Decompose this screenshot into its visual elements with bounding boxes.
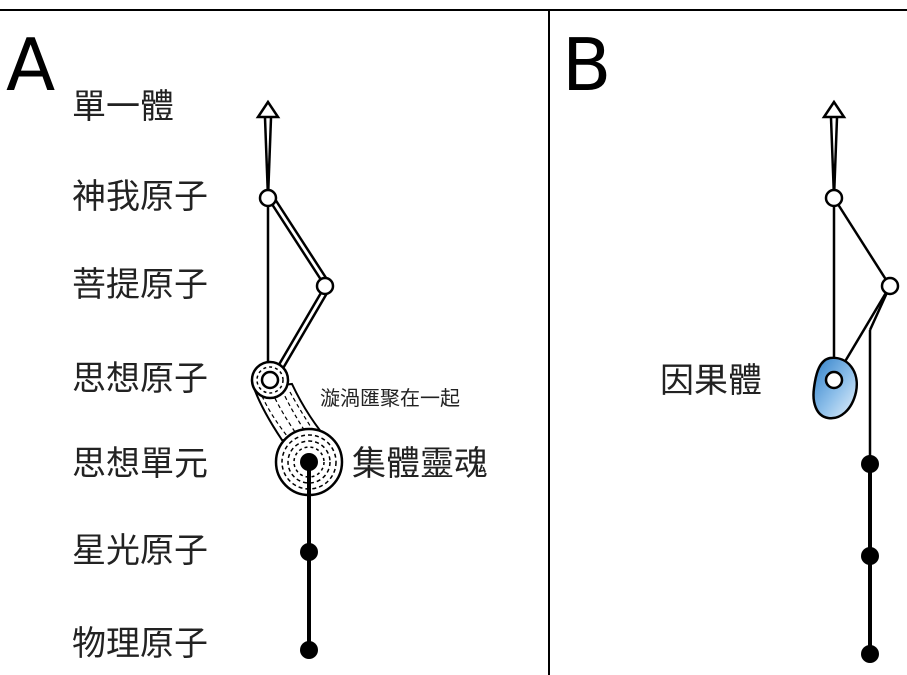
mental-unit-node [300,453,318,471]
level-label-astral-atom: 星光原子 [72,531,208,571]
group-soul-label: 集體靈魂 [352,444,488,484]
mental-atom-node-b [824,370,844,390]
causal-body-label: 因果體 [660,361,762,401]
atmic-to-buddhic-line [266,197,327,287]
level-label-buddhic-atom: 菩提原子 [72,265,208,305]
level-label-monad: 單一體 [72,87,174,127]
buddhic-atom-node-b [880,276,900,296]
level-label-mental-atom: 思想原子 [72,359,208,399]
vortex-note: 漩渦匯聚在一起 [320,386,460,410]
atmic-atom-node-b [824,188,844,208]
monad-ray-right-b [832,117,839,199]
buddhic-to-mental-line-2 [273,287,332,383]
level-label-atmic-atom: 神我原子 [72,177,208,217]
atmic-to-buddhic-line-2 [271,195,332,285]
mental-atom-node [260,370,280,390]
atmic-to-buddhic-line-b [832,197,892,287]
level-label-physical-atom: 物理原子 [72,624,208,664]
physical-atom-node-b [861,645,879,663]
mental-unit-node-b [861,455,879,473]
level-label-mental-unit: 思想單元 [72,444,208,484]
atmic-atom-node [258,188,278,208]
monad-triangle [255,99,281,119]
panel-a: A 單一體 神我原子 菩提原子 思想原子 思想單元 星光原子 物理原子 [6,23,488,664]
panel-b-letter: B [562,23,611,107]
monad-triangle-b [821,99,847,119]
group-soul-ring-3 [293,446,325,478]
group-soul-ring-2 [287,440,331,484]
buddhic-atom-node [315,276,335,296]
mental-atom-vortex-dashes [256,366,284,394]
astral-atom-node [300,543,318,561]
physical-atom-node [300,641,318,659]
panel-b: B 因果體 [562,23,900,663]
monad-ray-right [266,117,273,199]
panel-a-letter: A [6,23,55,107]
astral-atom-node-b [861,547,879,565]
